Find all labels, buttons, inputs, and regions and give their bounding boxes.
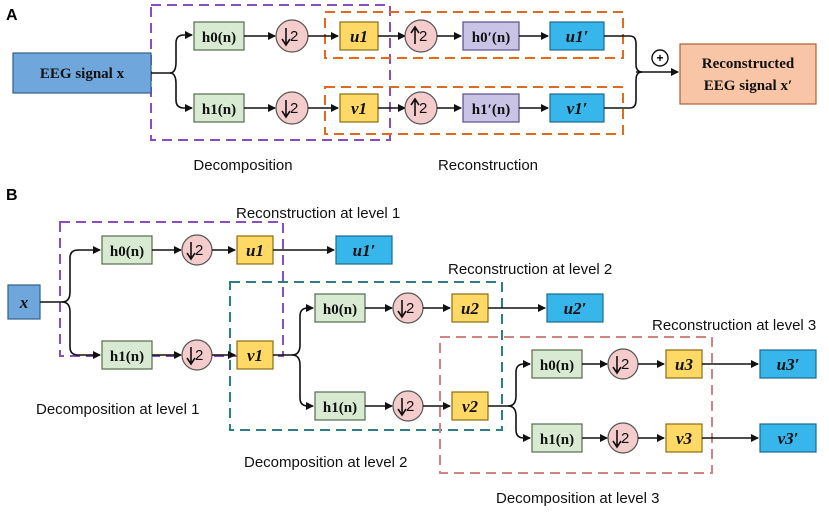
a-v1p-box — [549, 93, 605, 123]
a-up-top-text: 2 — [419, 28, 427, 45]
b-input-box — [7, 284, 41, 320]
b-l1-down-bottom-text: 2 — [195, 347, 203, 364]
b-l3-down-bottom-text: 2 — [621, 430, 629, 447]
a-u1p-label: u1′ — [566, 27, 589, 46]
b-l2-down-top-text: 2 — [406, 300, 414, 317]
decomp-level1-caption: Decomposition at level 1 — [36, 401, 199, 418]
b-u3-label: u3 — [675, 355, 693, 374]
reconstructed-output-box — [679, 43, 817, 105]
b-u3-box — [665, 349, 703, 379]
decomp-level3-caption: Decomposition at level 3 — [496, 490, 659, 507]
b-u1-box — [236, 235, 274, 265]
output-line2: EEG signal x′ — [704, 78, 792, 94]
down-arrow-icon — [397, 398, 407, 417]
a-h1-label: h1(n) — [202, 102, 236, 118]
a-h0-filter — [193, 21, 245, 51]
b-l3-down-top-text: 2 — [621, 356, 629, 373]
b-l1-h1-label: h1(n) — [110, 349, 144, 365]
down-arrow-icon — [612, 356, 622, 375]
down-arrow-icon — [397, 300, 407, 319]
output-line1: Reconstructed — [702, 56, 795, 72]
b-u2-box — [451, 293, 489, 323]
b-v3-label: v3 — [676, 429, 693, 448]
a-h1-filter — [193, 93, 245, 123]
b-l3-h1-label: h1(n) — [540, 432, 574, 448]
b-l1-h0-label: h0(n) — [110, 244, 144, 260]
decomp-level1-region — [59, 221, 284, 357]
recon-level2-caption: Reconstruction at level 2 — [448, 261, 612, 278]
b-u3p-box — [759, 349, 817, 379]
down-arrow-icon — [186, 347, 196, 366]
b-v1-label: v1 — [247, 346, 263, 365]
b-u2p-label: u2′ — [564, 299, 587, 318]
b-l2-h1-label: h1(n) — [323, 400, 357, 416]
panel-a-label: A — [6, 7, 18, 24]
down-arrow-icon — [281, 100, 291, 119]
down-arrow-icon — [612, 430, 622, 449]
b-l2-down-bottom-text: 2 — [406, 398, 414, 415]
b-v3p-box — [759, 423, 817, 453]
reconstruction-caption: Reconstruction — [438, 157, 538, 174]
up-arrow-icon — [410, 97, 420, 116]
a-h1p-label: h1′(n) — [472, 102, 510, 118]
b-u3p-label: u3′ — [777, 355, 800, 374]
b-v3p-label: v3′ — [778, 429, 799, 448]
a-h0p-label: h0′(n) — [472, 30, 510, 46]
reconstruction-region-bottom — [324, 86, 624, 135]
b-u1-label: u1 — [246, 241, 264, 260]
decomp-level3-region — [439, 336, 713, 474]
b-u2p-box — [546, 293, 604, 323]
a-v1-label: v1 — [351, 99, 367, 118]
a-u1-label: u1 — [350, 27, 368, 46]
b-v2-label: v2 — [462, 397, 479, 416]
panel-b-label: B — [6, 187, 18, 204]
sum-icon — [651, 49, 669, 67]
a-down-top-text: 2 — [290, 28, 298, 45]
down-arrow-icon — [186, 242, 196, 261]
decomp-level2-region — [229, 281, 503, 431]
a-u1p-box — [549, 21, 605, 51]
b-l1-h1-filter — [101, 340, 153, 370]
eeg-input-box — [12, 52, 152, 94]
b-l2-h1-filter — [314, 391, 366, 421]
b-l2-h0-label: h0(n) — [323, 302, 357, 318]
b-u1p-label: u1′ — [353, 241, 376, 260]
reconstruction-region-top — [324, 11, 624, 59]
b-l3-h1-filter — [531, 423, 583, 453]
decomposition-caption: Decomposition — [193, 157, 292, 174]
sum-symbol: + — [656, 51, 663, 65]
b-input-label: x — [19, 293, 29, 312]
b-l1-h0-filter — [101, 235, 153, 265]
b-u1p-box — [335, 235, 393, 265]
b-u2-label: u2 — [461, 299, 479, 318]
decomp-level2-caption: Decomposition at level 2 — [244, 454, 407, 471]
b-l2-h0-filter — [314, 293, 366, 323]
recon-level3-caption: Reconstruction at level 3 — [652, 317, 816, 334]
a-up-bottom-text: 2 — [419, 100, 427, 117]
a-h0p-filter — [462, 21, 520, 51]
a-u1-box — [339, 21, 379, 51]
recon-level1-caption: Reconstruction at level 1 — [236, 205, 400, 222]
b-l3-h0-label: h0(n) — [540, 358, 574, 374]
a-h0-label: h0(n) — [202, 30, 236, 46]
a-down-bottom-text: 2 — [290, 100, 298, 117]
b-l1-down-top-text: 2 — [195, 242, 203, 259]
eeg-input-label: EEG signal x — [40, 66, 125, 82]
down-arrow-icon — [281, 28, 291, 47]
b-v2-box — [451, 391, 489, 421]
a-v1p-label: v1′ — [567, 99, 588, 118]
up-arrow-icon — [410, 25, 420, 44]
